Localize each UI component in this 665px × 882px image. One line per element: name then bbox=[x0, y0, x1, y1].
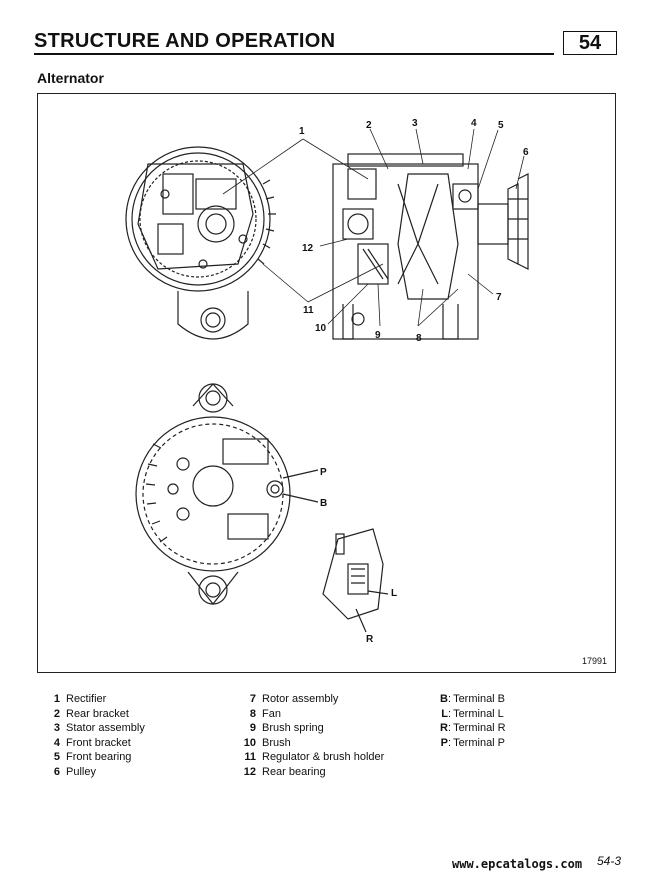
front-view-drawing bbox=[135, 383, 319, 605]
callout-4: 4 bbox=[471, 118, 477, 129]
alternator-illustration bbox=[125, 128, 529, 633]
legend-item: 2 Rear bracket bbox=[40, 707, 145, 722]
legend-item-number: 7 bbox=[249, 693, 256, 705]
legend-item: 9 Brush spring bbox=[236, 721, 384, 736]
callout-terminal-l: L bbox=[391, 588, 398, 599]
legend-item: 8 Fan bbox=[236, 707, 384, 722]
callout-2: 2 bbox=[366, 120, 372, 131]
legend-item: 11 Regulator & brush holder bbox=[236, 750, 384, 765]
legend-item-label: Fan bbox=[262, 707, 281, 720]
legend-item-number: 6 bbox=[53, 765, 60, 778]
cross-section-drawing bbox=[332, 153, 529, 340]
legend-item-label: Front bearing bbox=[66, 751, 132, 764]
callout-1: 1 bbox=[299, 126, 305, 137]
legend-item-label: Brush bbox=[262, 736, 291, 749]
legend-item-number: 10 bbox=[243, 736, 256, 749]
legend-item-label: Front bracket bbox=[66, 736, 131, 749]
legend-item-label: Rear bearing bbox=[262, 765, 326, 778]
section-number-box: 54 bbox=[563, 31, 617, 55]
legend-item: B:Terminal B bbox=[438, 692, 506, 707]
legend-item-number: 2 bbox=[53, 707, 60, 720]
legend-item-number: 5 bbox=[53, 751, 60, 764]
legend-item-separator: : bbox=[448, 707, 452, 720]
legend-item-number: 12 bbox=[243, 765, 256, 778]
legend-item-number: 3 bbox=[53, 722, 60, 735]
callout-7: 7 bbox=[496, 292, 502, 303]
legend-item-label: Terminal R bbox=[453, 722, 506, 735]
alternator-figure: 1 2 3 4 5 6 7 8 9 10 11 12 P B L R 17991 bbox=[37, 93, 616, 673]
callout-3: 3 bbox=[412, 118, 418, 129]
legend-item-label: Rectifier bbox=[66, 693, 107, 705]
section-title: Alternator bbox=[37, 70, 104, 86]
legend-item-label: Pulley bbox=[66, 765, 96, 778]
legend-column-1: 1 Rectifier 2 Rear bracket 3 Stator assembl… bbox=[40, 692, 145, 780]
rear-view-drawing bbox=[125, 146, 276, 340]
legend-item-number: 11 bbox=[244, 751, 256, 764]
legend-item-number: 1 bbox=[53, 693, 60, 705]
legend-item: 12 Rear bearing bbox=[236, 765, 384, 780]
legend-item: 1 Rectifier bbox=[40, 692, 145, 707]
legend-column-terminals: B:Terminal B L:Terminal L R:Terminal R P… bbox=[438, 692, 506, 750]
legend-item-key: L bbox=[441, 707, 448, 720]
legend-item-separator: : bbox=[448, 693, 452, 705]
legend-item-separator: : bbox=[448, 736, 452, 749]
legend-item-label: Terminal L bbox=[453, 707, 504, 720]
legend-item-label: Rear bracket bbox=[66, 707, 129, 720]
figure-number: 17991 bbox=[581, 656, 607, 666]
callout-9: 9 bbox=[375, 330, 381, 341]
legend-item-label: Regulator & brush holder bbox=[262, 751, 385, 764]
legend-item-label: Rotor assembly bbox=[262, 693, 339, 705]
legend-item-number: 9 bbox=[249, 722, 256, 735]
callout-terminal-r: R bbox=[366, 634, 374, 645]
callout-terminal-p: P bbox=[320, 467, 327, 478]
page-title: STRUCTURE AND OPERATION bbox=[34, 30, 336, 52]
legend-item-label: Terminal B bbox=[453, 693, 506, 705]
legend-item: P:Terminal P bbox=[438, 736, 506, 751]
callout-5: 5 bbox=[498, 120, 504, 131]
legend-item-label: Stator assembly bbox=[66, 722, 145, 735]
legend-item: 7 Rotor assembly bbox=[236, 692, 384, 707]
callout-terminal-b: B bbox=[320, 498, 328, 509]
legend-item: L:Terminal L bbox=[438, 707, 506, 722]
legend-item-number: 8 bbox=[249, 707, 256, 720]
callout-10: 10 bbox=[315, 323, 327, 334]
callout-12: 12 bbox=[302, 243, 314, 254]
callout-8: 8 bbox=[416, 333, 422, 344]
legend-column-2: 7 Rotor assembly 8 Fan 9 Brush spring 10 Bru… bbox=[236, 692, 385, 780]
legend-item-number: 4 bbox=[53, 736, 60, 749]
footer-page-number: 54-3 bbox=[597, 854, 622, 868]
callout-11: 11 bbox=[303, 305, 314, 316]
terminal-detail-drawing bbox=[322, 528, 389, 633]
legend-item-key: R bbox=[440, 722, 448, 735]
legend-item: 3 Stator assembly bbox=[40, 721, 145, 736]
legend-item-separator: : bbox=[448, 722, 452, 735]
header-divider bbox=[34, 53, 554, 55]
watermark: www.epcatalogs.com bbox=[452, 857, 583, 871]
legend-item: 6 Pulley bbox=[40, 765, 145, 780]
legend-item-key: P bbox=[440, 736, 448, 749]
legend-item-key: B bbox=[440, 693, 448, 705]
legend-item-label: Terminal P bbox=[453, 736, 506, 749]
legend-item: 5 Front bearing bbox=[40, 750, 145, 765]
legend-item: 4 Front bracket bbox=[40, 736, 145, 751]
callout-6: 6 bbox=[523, 147, 529, 158]
legend-item-label: Brush spring bbox=[262, 722, 324, 735]
legend-item: 10 Brush bbox=[236, 736, 384, 751]
legend-item: R:Terminal R bbox=[438, 721, 506, 736]
